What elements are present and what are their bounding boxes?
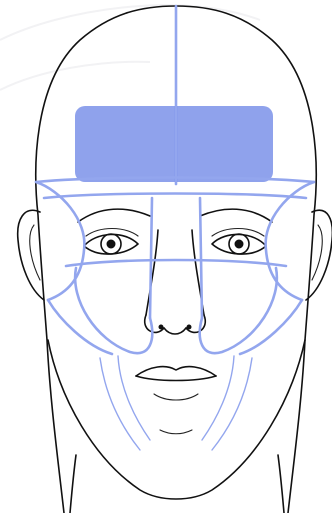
background-decoration (0, 5, 260, 90)
under-eye-band (66, 260, 286, 266)
zone-guides (36, 6, 314, 354)
brow-band-bottom (44, 194, 306, 199)
right-eyebrow (200, 209, 272, 222)
mouth (136, 367, 216, 376)
forehead-zone (75, 106, 273, 182)
right-temple (266, 182, 314, 300)
facial-features (78, 209, 272, 434)
left-eyebrow (78, 209, 150, 222)
